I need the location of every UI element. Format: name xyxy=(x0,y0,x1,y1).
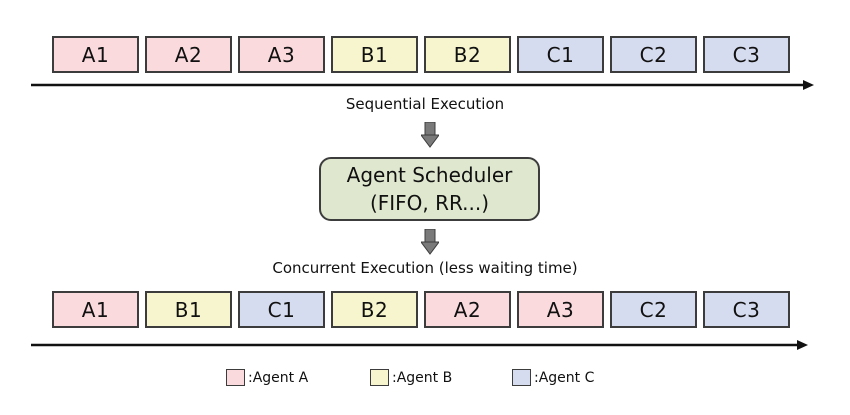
scheduler-subtitle: (FIFO, RR...) xyxy=(369,191,490,215)
agent-scheduler-box: Agent Scheduler (FIFO, RR...) xyxy=(319,157,540,221)
concurrent-timeline-arrow xyxy=(31,340,808,350)
sequential-timeline-arrow xyxy=(31,80,814,90)
sequential-caption: Sequential Execution xyxy=(345,95,505,113)
scheduler-title: Agent Scheduler xyxy=(346,163,513,187)
legend-label: :Agent A xyxy=(248,369,309,386)
sequential-block: A2 xyxy=(145,36,232,73)
legend-label: :Agent B xyxy=(392,369,453,386)
legend-swatch xyxy=(226,369,245,386)
concurrent-block: A1 xyxy=(52,291,139,328)
sequential-block: C2 xyxy=(610,36,697,73)
concurrent-block: A3 xyxy=(517,291,604,328)
down-arrow-icon xyxy=(421,122,439,148)
sequential-block: B1 xyxy=(331,36,418,73)
legend-swatch xyxy=(512,369,531,386)
concurrent-block: B2 xyxy=(331,291,418,328)
concurrent-block: C2 xyxy=(610,291,697,328)
legend-swatch xyxy=(370,369,389,386)
sequential-block: C1 xyxy=(517,36,604,73)
concurrent-caption: Concurrent Execution (less waiting time) xyxy=(272,259,578,277)
legend-item-agent-c: :Agent C xyxy=(512,369,594,386)
concurrent-block: A2 xyxy=(424,291,511,328)
concurrent-block: B1 xyxy=(145,291,232,328)
concurrent-block: C1 xyxy=(238,291,325,328)
down-arrow-icon xyxy=(421,229,439,255)
sequential-block: C3 xyxy=(703,36,790,73)
sequential-block: A1 xyxy=(52,36,139,73)
sequential-block: A3 xyxy=(238,36,325,73)
legend-item-agent-a: :Agent A xyxy=(226,369,308,386)
legend-label: :Agent C xyxy=(534,369,595,386)
concurrent-block: C3 xyxy=(703,291,790,328)
legend-item-agent-b: :Agent B xyxy=(370,369,452,386)
sequential-block: B2 xyxy=(424,36,511,73)
